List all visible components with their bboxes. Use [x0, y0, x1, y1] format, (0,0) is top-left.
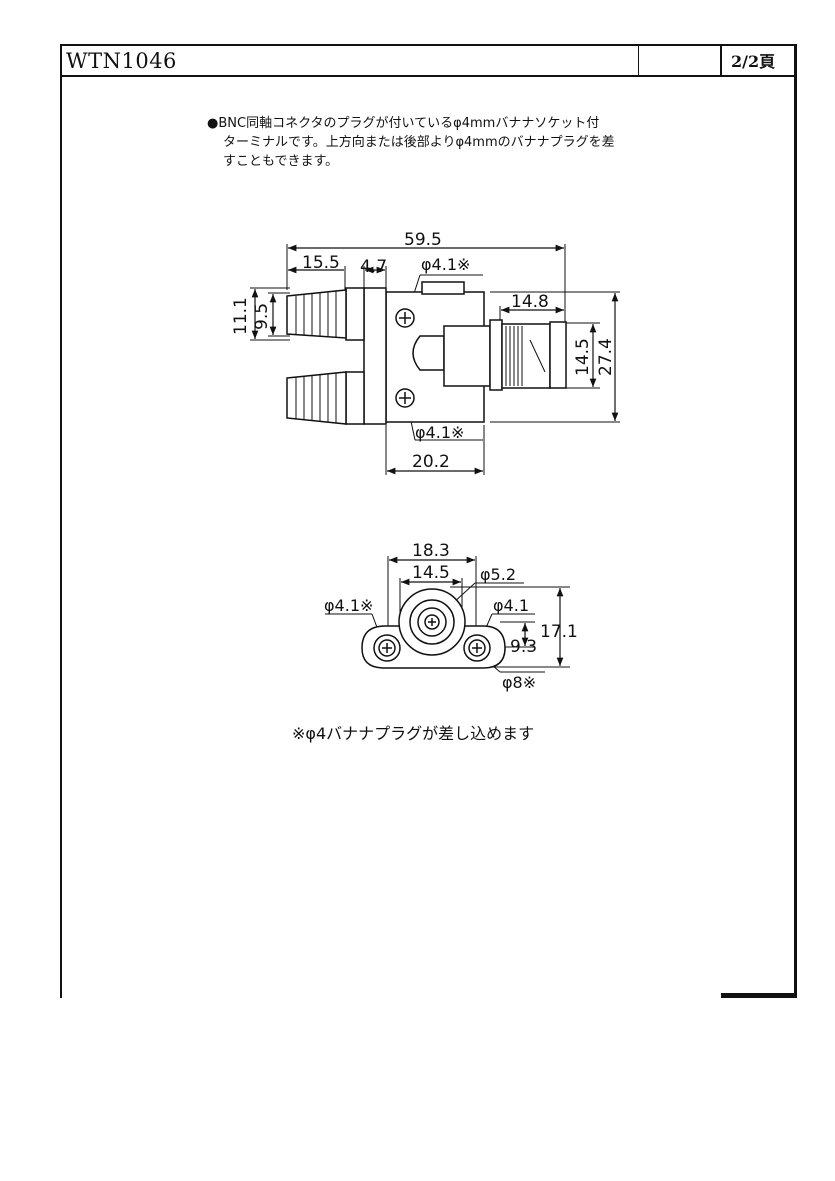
description-line: すこともできます。 [223, 154, 339, 169]
dim-height-total: 17.1 [540, 622, 578, 642]
header-divider [60, 75, 797, 77]
dim-width-outer: 18.3 [412, 541, 450, 561]
header-cell-divider [720, 44, 722, 76]
frame-right-border [794, 44, 797, 998]
document-id: WTN1046 [66, 49, 177, 73]
product-description: ●BNC同軸コネクタのプラグが付いているφ4mmバナナソケット付 ターミナルです… [207, 114, 677, 171]
description-line: ターミナルです。上方向または後部よりφ4mmのバナナプラグを差 [223, 135, 615, 150]
dim-bnc-length: 14.8 [511, 292, 549, 312]
dim-base-width: 20.2 [412, 452, 450, 472]
dim-hole-top: φ4.1※ [421, 255, 470, 274]
header-cell-divider [638, 44, 639, 76]
dim-ring-dia: φ8※ [502, 673, 536, 692]
dim-height-outer: 11.1 [231, 297, 251, 335]
dim-hole-right: φ4.1 [493, 596, 529, 615]
footnote: ※φ4バナナプラグが差し込めます [292, 724, 535, 743]
dim-height-inner: 9.5 [252, 303, 272, 330]
page-number: 2/2頁 [731, 52, 776, 71]
dim-hole-left: φ4.1※ [324, 596, 373, 615]
dim-height-center: 9.3 [510, 637, 537, 657]
dim-hole-bottom: φ4.1※ [415, 423, 464, 442]
dim-a: 15.5 [302, 253, 340, 273]
dim-bnc-height: 14.5 [573, 338, 593, 376]
frame-bottom-mark [721, 993, 797, 998]
description-line: ●BNC同軸コネクタのプラグが付いているφ4mmバナナソケット付 [207, 116, 600, 131]
frame-left-border [60, 44, 62, 998]
dim-b: 4.7 [360, 257, 387, 277]
dim-overall-width: 59.5 [404, 230, 442, 250]
dim-center-dia: φ5.2 [480, 565, 516, 584]
dim-total-height: 27.4 [596, 338, 616, 376]
dim-width-inner: 14.5 [412, 563, 450, 583]
frame-top-border [60, 44, 797, 46]
